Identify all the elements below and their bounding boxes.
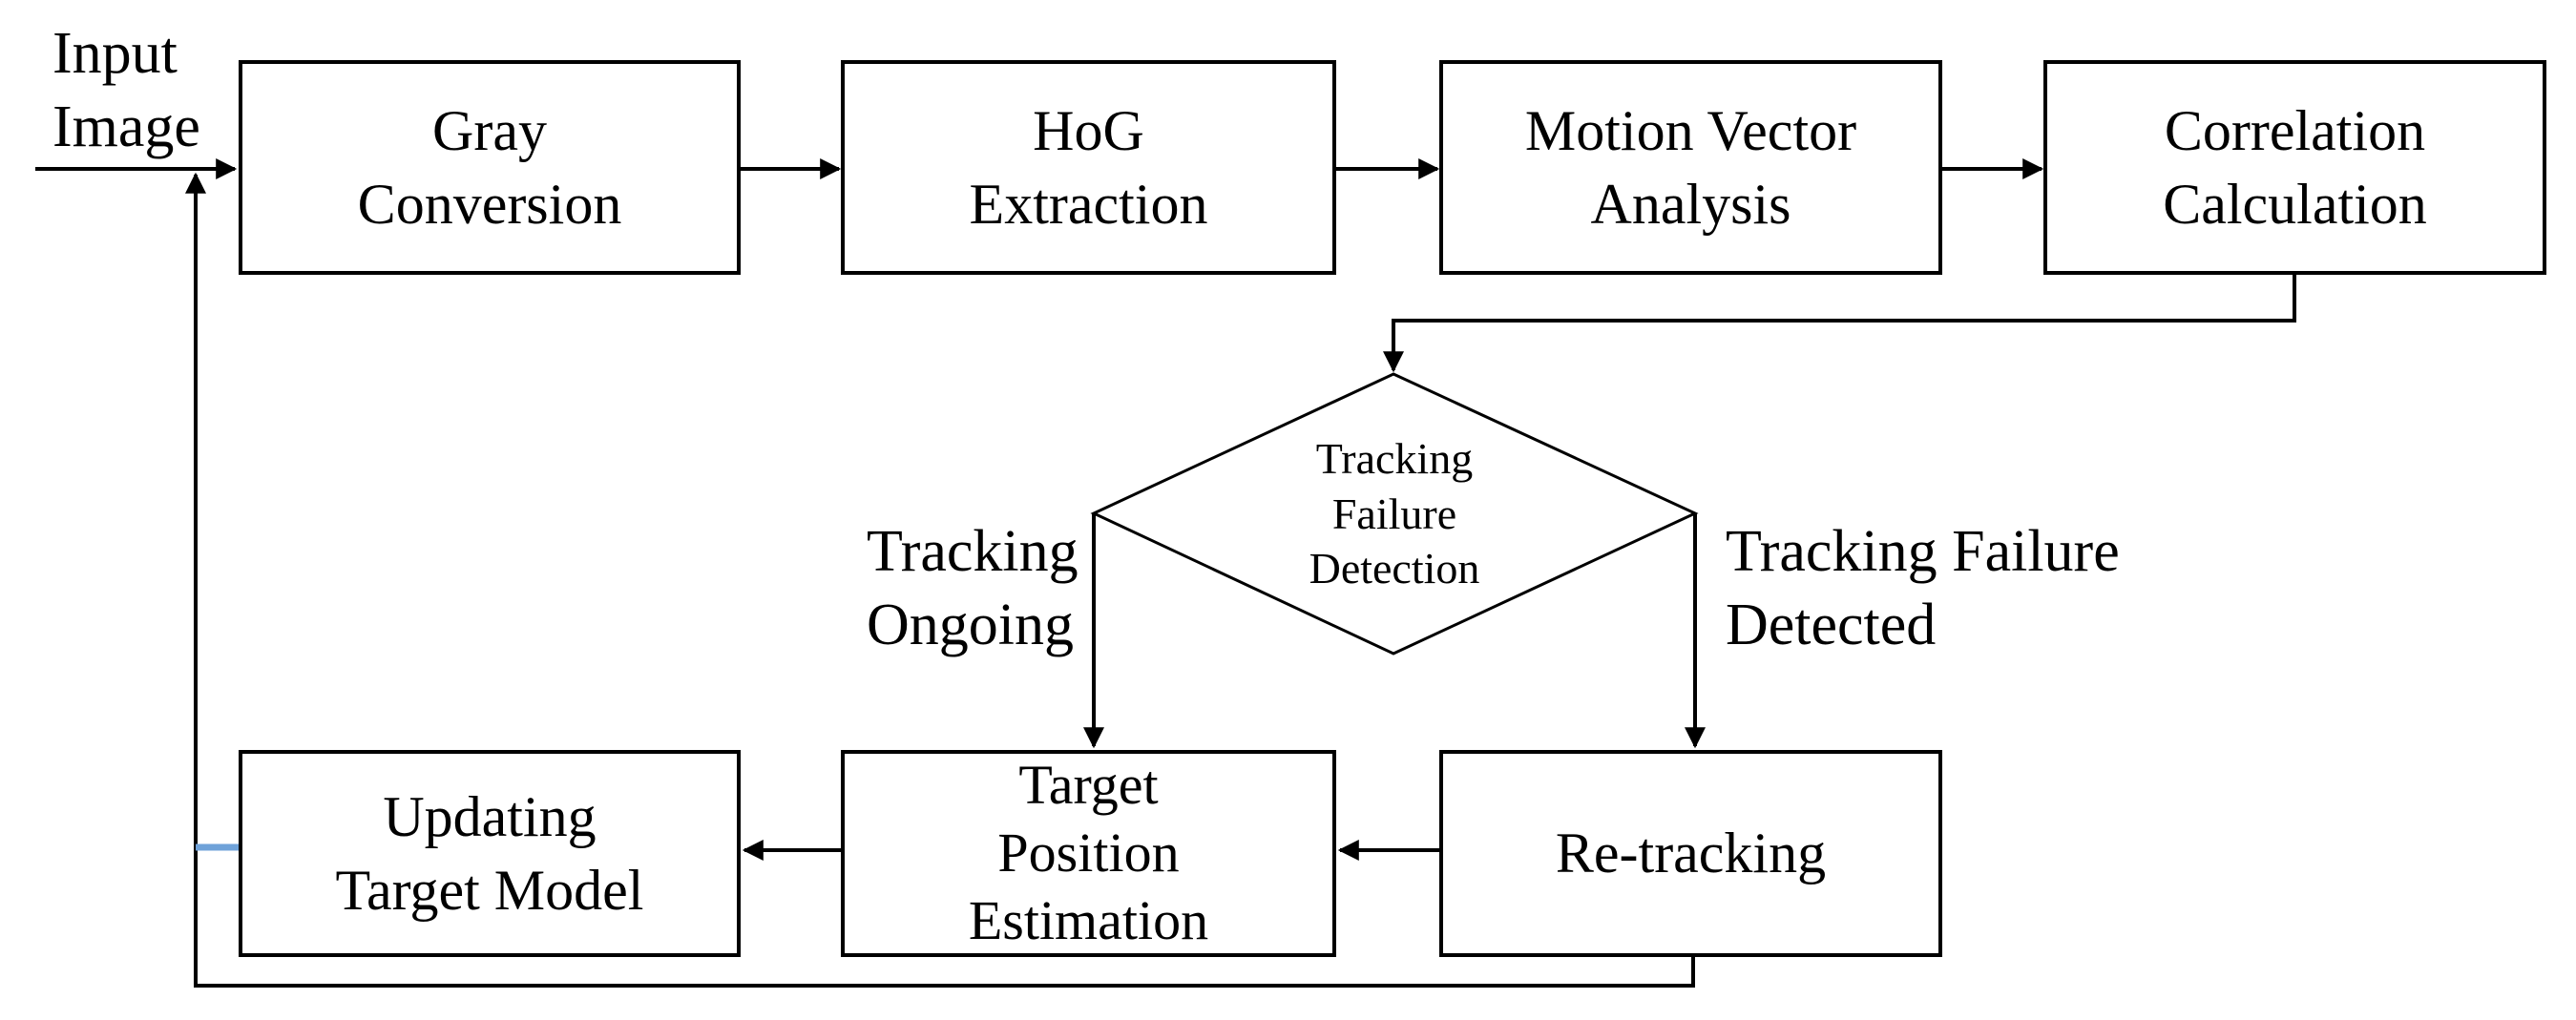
- node-motion-vector-analysis-label: Motion Vector Analysis: [1524, 98, 1857, 236]
- node-updating-target-model-label: Updating Target Model: [335, 784, 644, 922]
- decision-label: Tracking Failure Detection: [1309, 433, 1480, 593]
- arrow-feedback-loop-to-input: [185, 172, 1695, 988]
- decision-tracking-failure-detection: Tracking Failure Detection: [1094, 374, 1695, 654]
- node-gray-conversion-label: Gray Conversion: [357, 98, 622, 236]
- node-motion-vector-analysis: Motion Vector Analysis: [1439, 60, 1942, 275]
- node-updating-target-model: Updating Target Model: [239, 750, 741, 957]
- node-re-tracking: Re-tracking: [1439, 750, 1942, 957]
- node-target-position-estimation: Target Position Estimation: [841, 750, 1336, 957]
- arrow-correlation-calculation-to-decision: [1383, 275, 2296, 373]
- node-gray-conversion: Gray Conversion: [239, 60, 741, 275]
- edge-label-tracking-ongoing: Tracking Ongoing: [867, 519, 1079, 657]
- decision-diamond-shape: [1090, 372, 1699, 656]
- edge-label-tracking-failure-detected: Tracking Failure Detected: [1726, 519, 2120, 657]
- node-hog-extraction: HoG Extraction: [841, 60, 1336, 275]
- node-target-position-estimation-label: Target Position Estimation: [968, 754, 1209, 951]
- node-hog-extraction-label: HoG Extraction: [969, 98, 1208, 236]
- node-correlation-calculation: Correlation Calculation: [2043, 60, 2546, 275]
- node-re-tracking-label: Re-tracking: [1555, 822, 1827, 885]
- input-image-label: Input Image: [52, 21, 200, 159]
- node-correlation-calculation-label: Correlation Calculation: [2163, 98, 2427, 236]
